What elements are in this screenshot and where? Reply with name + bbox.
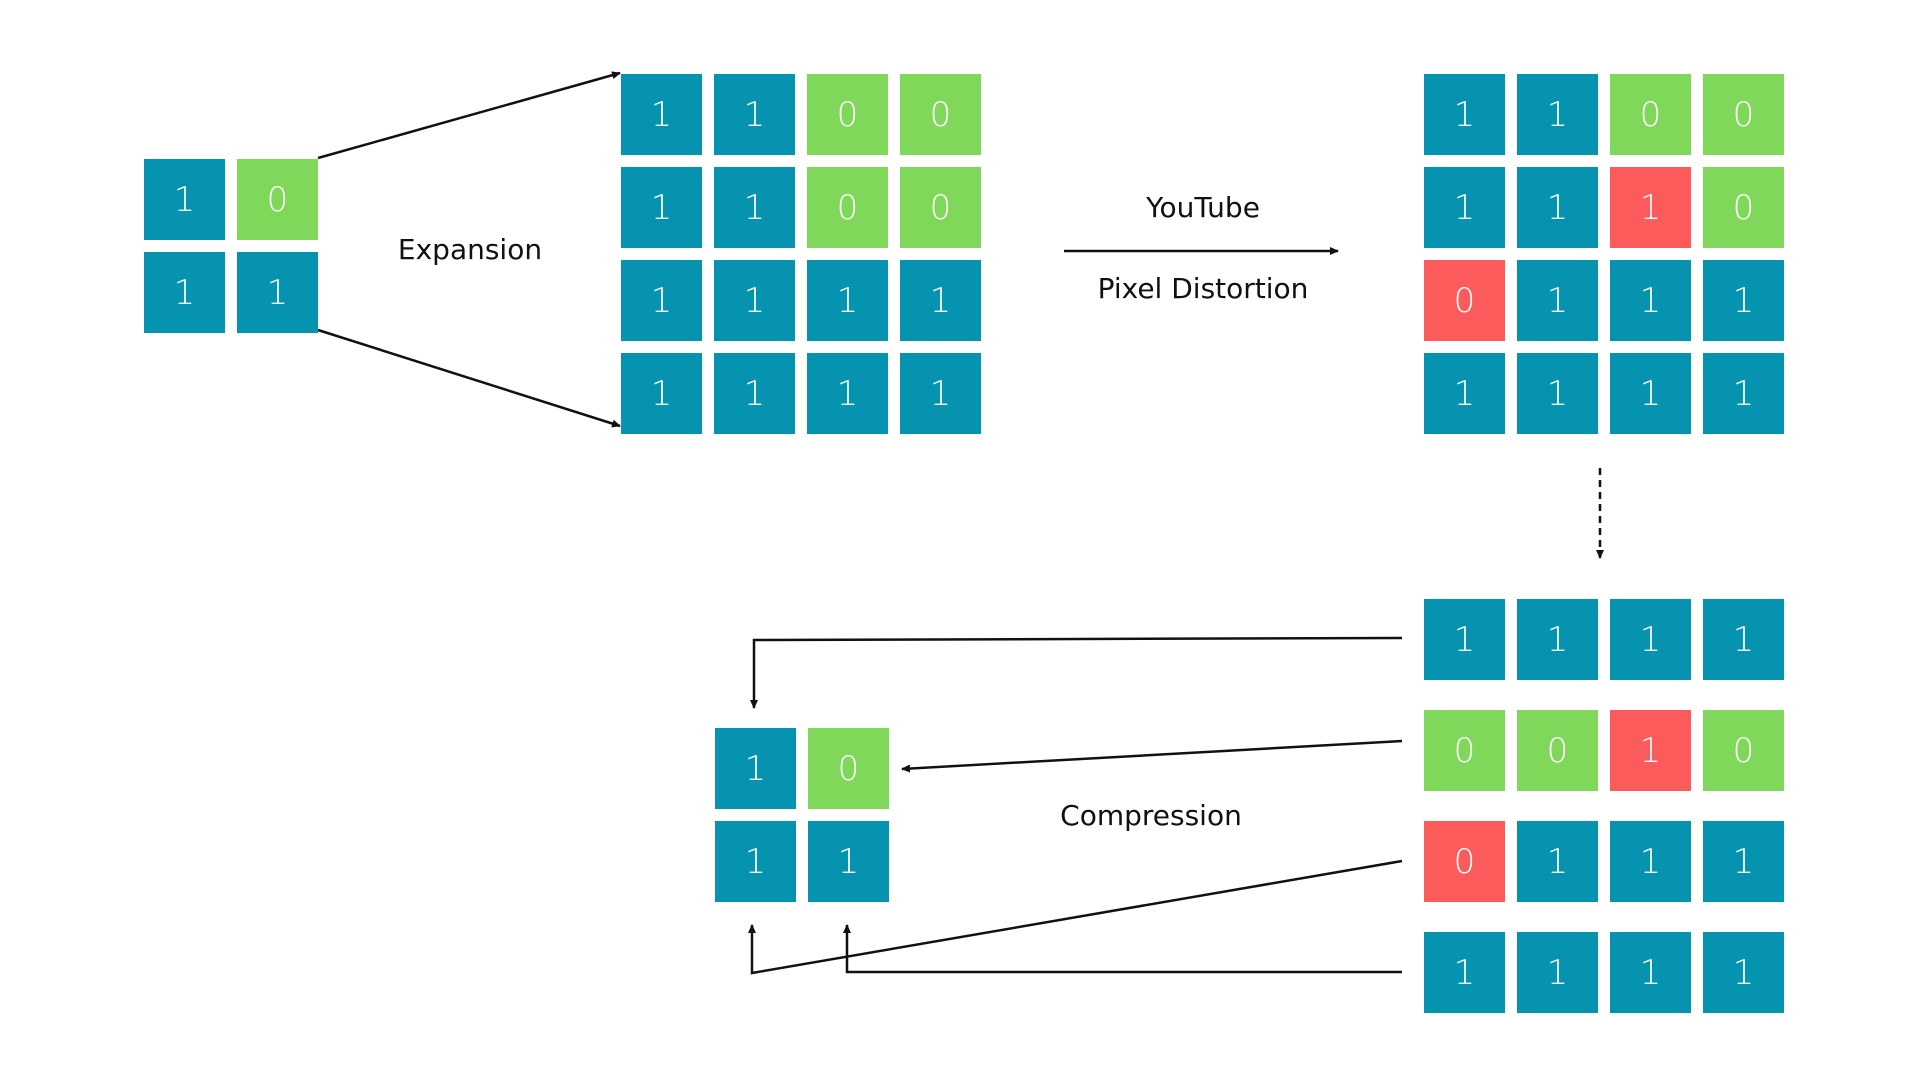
- distorted-cell-r2c2: 1: [1610, 260, 1691, 341]
- expanded-cell-r0c0: 1: [621, 74, 702, 155]
- rearranged-cell-r3c1: 1: [1517, 932, 1598, 1013]
- expansion-label: Expansion: [397, 233, 543, 266]
- rearranged-cell-r1c1: 0: [1517, 710, 1598, 791]
- distorted-cell-r3c2: 1: [1610, 353, 1691, 434]
- rearranged-cell-r2c2: 1: [1610, 821, 1691, 902]
- original-cell-r1c1: 1: [237, 252, 318, 333]
- expanded-cell-r0c3: 0: [900, 74, 981, 155]
- expanded-cell-r3c2: 1: [807, 353, 888, 434]
- rearranged-cell-r1c2: 1: [1610, 710, 1691, 791]
- expansion-arrow-top: [317, 71, 621, 160]
- expanded-cell-r3c0: 1: [621, 353, 702, 434]
- original-cell-r0c1: 0: [237, 159, 318, 240]
- distorted-cell-r0c1: 1: [1517, 74, 1598, 155]
- rearranged-cell-r0c1: 1: [1517, 599, 1598, 680]
- distorted-cell-r3c0: 1: [1424, 353, 1505, 434]
- expanded-cell-r3c1: 1: [714, 353, 795, 434]
- distorted-cell-r1c3: 0: [1703, 167, 1784, 248]
- recovered-cell-r1c0: 1: [715, 821, 796, 902]
- pixel-distortion-label: Pixel Distortion: [1097, 272, 1309, 305]
- compression-arrow-row4: [843, 924, 1402, 974]
- original-cell-r1c0: 1: [144, 252, 225, 333]
- rearranged-cell-r1c3: 0: [1703, 710, 1784, 791]
- distorted-cell-r1c1: 1: [1517, 167, 1598, 248]
- expanded-cell-r2c2: 1: [807, 260, 888, 341]
- rearranged-cell-r0c2: 1: [1610, 599, 1691, 680]
- distorted-cell-r0c0: 1: [1424, 74, 1505, 155]
- distorted-cell-r0c3: 0: [1703, 74, 1784, 155]
- recovered-cell-r1c1: 1: [808, 821, 889, 902]
- rearranged-cell-r0c3: 1: [1703, 599, 1784, 680]
- expanded-cell-r1c0: 1: [621, 167, 702, 248]
- expanded-cell-r1c1: 1: [714, 167, 795, 248]
- rearranged-cell-r3c2: 1: [1610, 932, 1691, 1013]
- expanded-cell-r2c1: 1: [714, 260, 795, 341]
- youtube-label: YouTube: [1146, 191, 1260, 224]
- distorted-cell-r1c0: 1: [1424, 167, 1505, 248]
- rearranged-cell-r2c0: 0: [1424, 821, 1505, 902]
- distorted-cell-r2c0: 0: [1424, 260, 1505, 341]
- expanded-cell-r1c2: 0: [807, 167, 888, 248]
- recovered-cell-r0c0: 1: [715, 728, 796, 809]
- expanded-cell-r1c3: 0: [900, 167, 981, 248]
- compression-label: Compression: [1060, 799, 1242, 832]
- rearranged-cell-r0c0: 1: [1424, 599, 1505, 680]
- expansion-arrow-bottom: [317, 328, 621, 428]
- expanded-cell-r0c1: 1: [714, 74, 795, 155]
- rearranged-cell-r2c1: 1: [1517, 821, 1598, 902]
- compression-arrow-row1: [750, 636, 1403, 709]
- rearranged-cell-r3c0: 1: [1424, 932, 1505, 1013]
- rearranged-cell-r3c3: 1: [1703, 932, 1784, 1013]
- compression-arrow-row3: [748, 859, 1403, 975]
- distorted-cell-r3c3: 1: [1703, 353, 1784, 434]
- rearranged-cell-r2c3: 1: [1703, 821, 1784, 902]
- expanded-cell-r2c0: 1: [621, 260, 702, 341]
- original-cell-r0c0: 1: [144, 159, 225, 240]
- compression-arrow-row2: [901, 739, 1403, 773]
- distorted-cell-r0c2: 0: [1610, 74, 1691, 155]
- expanded-cell-r0c2: 0: [807, 74, 888, 155]
- distorted-cell-r1c2: 1: [1610, 167, 1691, 248]
- distorted-cell-r2c1: 1: [1517, 260, 1598, 341]
- distorted-cell-r2c3: 1: [1703, 260, 1784, 341]
- expanded-cell-r2c3: 1: [900, 260, 981, 341]
- rearranged-cell-r1c0: 0: [1424, 710, 1505, 791]
- recovered-cell-r0c1: 0: [808, 728, 889, 809]
- expanded-cell-r3c3: 1: [900, 353, 981, 434]
- distorted-cell-r3c1: 1: [1517, 353, 1598, 434]
